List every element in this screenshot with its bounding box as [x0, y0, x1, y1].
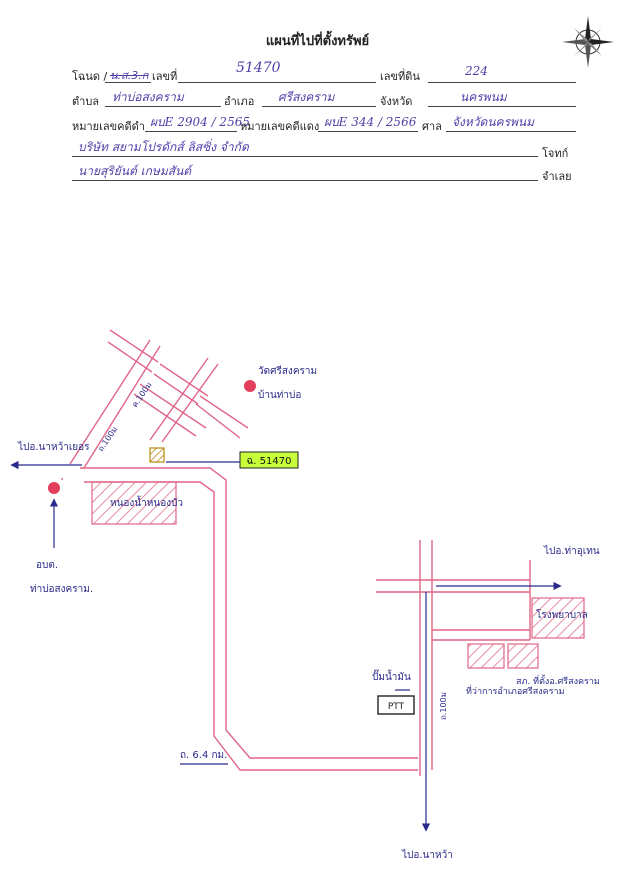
plaintiff-label: โจทก์: [542, 147, 569, 160]
title-deed-struck: น.ส.3.ก: [110, 69, 149, 82]
to-na-wa-label: ไปอ.นาหว้า: [401, 849, 453, 861]
temple-pin-icon: [244, 380, 256, 392]
land-no-value: 224: [465, 64, 488, 78]
compass-icon: [562, 16, 614, 68]
page-title: แผนที่ไปที่ตั้งทรัพย์: [265, 34, 370, 49]
pond-label: หนองน้ำหนองบัว: [110, 495, 183, 509]
road-label-c: ถ.100ม: [439, 692, 448, 720]
black-case-label: หมายเลขคดีดำ: [72, 120, 145, 133]
subdistrict-label: ตำบล: [72, 95, 100, 108]
property-plot: [149, 447, 165, 463]
obt-label-2: ท่าบ่อสงคราม.: [30, 584, 93, 595]
police-label: สภ. ที่ตั้งอ.ศรีสงคราม: [516, 674, 600, 687]
number-label: เลขที่: [152, 70, 178, 83]
red-case-value: ผบE 344 / 2566: [324, 115, 417, 129]
land-no-label: เลขที่ดิน: [380, 70, 420, 83]
district-label: อำเภอ: [224, 95, 255, 108]
subdistrict-value: ท่าบ่อสงคราม: [112, 90, 184, 104]
location-map: PTT ฉ. 51470 ไปอ.นาหว้าเยอร ค.100ม ถ.100…: [10, 329, 600, 861]
obt-pin-icon: [48, 482, 60, 494]
title-deed-label: โฉนด /: [72, 70, 108, 83]
deed-tag: [239, 451, 299, 469]
province-label: จังหวัด: [380, 95, 413, 108]
black-case-value: ผบE 2904 / 2565: [150, 115, 250, 129]
ptt-box: [377, 695, 415, 715]
hospital-label: โรงพยาบาล: [536, 608, 588, 621]
district-office-label: ที่ว่าการอำเภอศรีสงคราม: [466, 684, 565, 697]
to-left-label: ไปอ.นาหว้าเยอร: [17, 441, 90, 453]
plaintiff-value: บริษัท สยามโปรดักส์ ลิสซิ่ง จำกัด: [78, 140, 249, 154]
deed-tag-label: ฉ. 51470: [247, 456, 292, 467]
pump-label: ปั๊มน้ำมัน: [372, 669, 411, 683]
distance-label: ถ. 6.4 กม.: [180, 750, 227, 761]
court-value: จังหวัดนครพนม: [452, 115, 535, 129]
temple-label-1: วัดศรีสงคราม: [258, 365, 317, 377]
district-value: ศรีสงคราม: [278, 90, 335, 104]
temple-label-2: บ้านท่าบ่อ: [258, 389, 301, 401]
pond-area: [91, 481, 177, 525]
province-value: นครพนม: [460, 90, 507, 104]
number-value: 51470: [236, 60, 281, 76]
to-thakhom-label: ไปอ.ท่าอุเทน: [543, 545, 600, 557]
defendant-label: จำเลย: [542, 170, 572, 183]
obt-label-1: อบต.: [36, 560, 58, 571]
ptt-label: PTT: [388, 702, 405, 712]
red-case-label: หมายเลขคดีแดง: [240, 120, 320, 133]
court-label: ศาล: [422, 120, 442, 133]
defendant-value: นายสุริยันต์ เกษมสันต์: [78, 164, 192, 178]
